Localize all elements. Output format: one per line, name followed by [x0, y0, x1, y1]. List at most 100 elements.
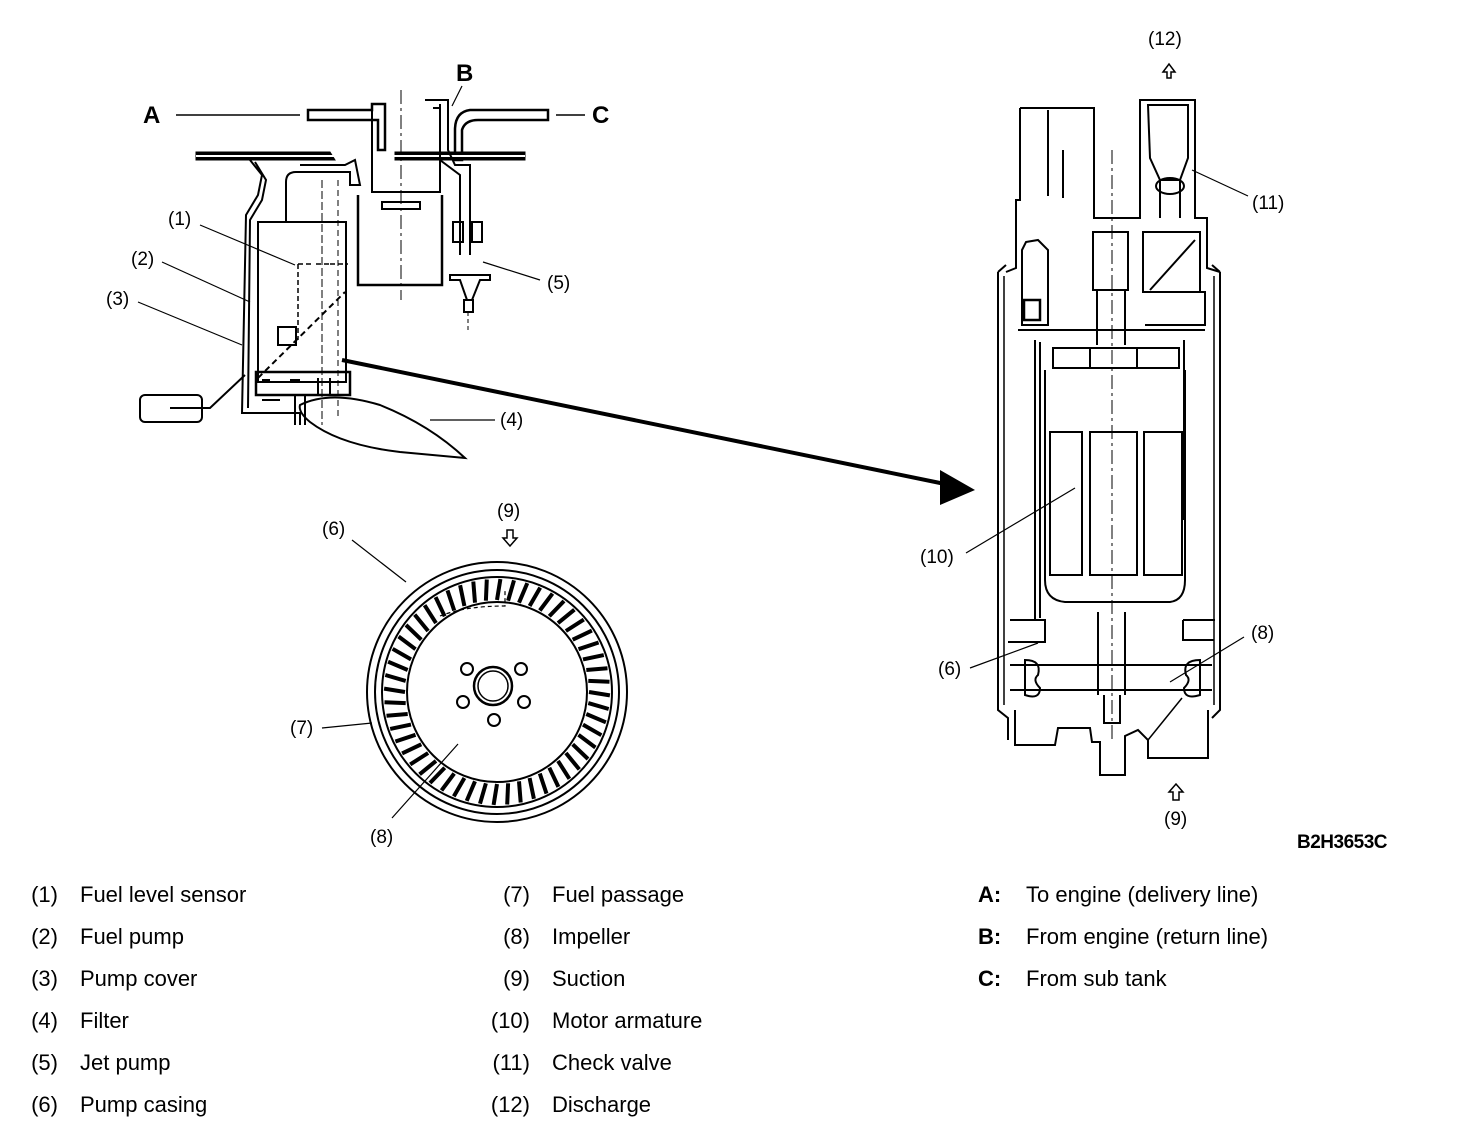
callout-11: (11): [1252, 193, 1285, 214]
callout-a: A: [143, 102, 161, 129]
casing-inner-ring: [374, 569, 620, 815]
impeller-vane: [577, 733, 597, 750]
impeller-vane: [586, 666, 608, 672]
legend-number: (11): [492, 1050, 531, 1075]
pump-base-detail: [262, 378, 331, 425]
legend-number: (3): [31, 966, 58, 991]
impeller-vane: [384, 673, 407, 683]
sensor-block: [277, 326, 297, 346]
impeller-vane-left: [1024, 658, 1042, 698]
pump-casing-section: [1008, 619, 1215, 643]
impeller-vane: [397, 634, 417, 651]
suction-arrow-icon: [1167, 782, 1185, 801]
legend-text: To engine (delivery line): [1026, 882, 1259, 907]
detail-arrow: [341, 358, 975, 505]
legend-text: Check valve: [552, 1050, 672, 1075]
impeller-vanes: [383, 578, 611, 806]
legend-key: A:: [978, 882, 1002, 907]
leader-8b: [1169, 636, 1245, 683]
leader-8a: [391, 743, 459, 819]
impeller-section: [1010, 664, 1212, 691]
leader-7: [321, 722, 373, 729]
armature-winding: [1089, 431, 1138, 576]
callout-8-casing: (8): [370, 827, 394, 848]
return-pipe: [425, 99, 471, 255]
impeller-vane: [471, 581, 477, 603]
armature-winding: [1143, 431, 1183, 576]
impeller-vane: [386, 712, 408, 718]
legend-text: Fuel pump: [80, 924, 184, 949]
leader-6b: [969, 642, 1039, 669]
float-arm: [170, 374, 246, 409]
impeller-vane: [517, 781, 523, 803]
leader-2: [161, 261, 251, 303]
legend-text: Motor armature: [552, 1008, 703, 1033]
legend-key: C:: [978, 966, 1002, 991]
legend-item: (4)Filter: [0, 1008, 246, 1050]
impeller-vane: [391, 647, 412, 662]
legend-text: Impeller: [552, 924, 631, 949]
discharge-arrow-icon: [1161, 62, 1177, 79]
impeller-vane: [582, 653, 605, 662]
impeller-vane: [527, 777, 536, 800]
shaft-hole-outer: [472, 665, 514, 707]
impeller-vane: [564, 617, 585, 633]
impeller-vane: [547, 599, 566, 618]
fuel-pump-assembly: [137, 85, 975, 505]
impeller-hole: [456, 695, 470, 709]
check-valve: [1146, 104, 1189, 218]
valve-block: [1142, 231, 1201, 293]
impeller-vane: [452, 777, 467, 798]
legend-number: (1): [31, 882, 58, 907]
legend-item: (8)Impeller: [0, 924, 702, 966]
fuel-pump-diagram: [137, 62, 1249, 823]
legend-item: (1)Fuel level sensor: [0, 882, 246, 924]
impeller-vane: [409, 751, 430, 767]
commutator: [1092, 231, 1129, 345]
commutator-dividers: [1089, 348, 1138, 368]
impeller-vane: [422, 604, 438, 625]
impeller-vane: [387, 659, 409, 672]
callout-5: (5): [547, 273, 571, 294]
brush-left: [1022, 298, 1042, 322]
impeller-vane: [571, 628, 593, 642]
legend-item: A: To engine (delivery line): [978, 882, 1268, 924]
legend-number: (4): [31, 1008, 58, 1033]
legend-number: (6): [31, 1092, 58, 1117]
callout-c: C: [592, 102, 610, 129]
impeller-vane: [483, 579, 489, 601]
impeller-vane: [383, 686, 406, 694]
fuel-level-sensor-lines: [297, 263, 348, 340]
legend-item: (10)Motor armature: [0, 1008, 703, 1050]
leader-3: [137, 301, 243, 346]
commutator-segments: [1052, 347, 1180, 369]
impeller-vane: [404, 623, 423, 642]
impeller-vane: [556, 608, 576, 625]
float-arm-dashed: [257, 291, 346, 379]
casing-shoulder: [997, 264, 1221, 273]
impeller-hole: [487, 713, 501, 727]
impeller-vane: [495, 578, 503, 601]
pump-cross-section: [965, 62, 1249, 801]
legend-text: Pump casing: [80, 1092, 208, 1117]
suction-arrow-icon: [501, 529, 519, 548]
impeller-vane: [588, 690, 611, 698]
inlet-port-line: [1147, 697, 1183, 741]
leader-10: [965, 487, 1076, 554]
impeller-vane: [517, 582, 530, 604]
suction-port-dashed: [439, 590, 506, 617]
legend-lettered: A:To engine (delivery line) B:From engin…: [978, 882, 1268, 1008]
figure-code: B2H3653C: [1297, 832, 1388, 853]
legend-text: From sub tank: [1026, 966, 1167, 991]
outer-casing-inner-wall: [1003, 276, 1215, 705]
callout-8-pump: (8): [1251, 623, 1275, 644]
callout-6-casing: (6): [322, 519, 346, 540]
legend-text: From engine (return line): [1026, 924, 1269, 949]
legend-item: (12)Discharge: [0, 1092, 702, 1134]
impeller-hole: [514, 662, 528, 676]
impeller-inner: [406, 601, 588, 783]
legend-number: (5): [31, 1050, 58, 1075]
legend-item: (11) Check valve: [0, 1050, 702, 1092]
callout-7: (7): [290, 718, 314, 739]
impeller-outer: [381, 576, 613, 808]
